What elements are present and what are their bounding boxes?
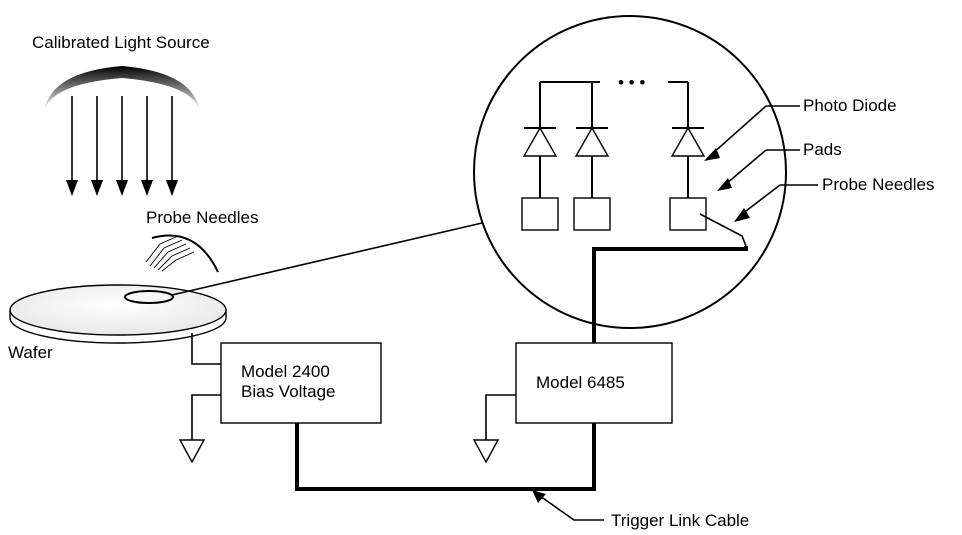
probe-arm (151, 234, 219, 273)
wafer-bias-wire (191, 333, 221, 365)
model-6485-box (515, 342, 673, 424)
trigger-link-wire (295, 423, 596, 491)
model-6485-instrument: Model 6485 (472, 342, 673, 464)
light-ray (166, 96, 178, 196)
light-source: Calibrated Light Source (32, 33, 210, 196)
light-source-label: Calibrated Light Source (32, 33, 210, 52)
model-2400-ground-icon (178, 439, 206, 464)
needle-tips (145, 235, 195, 272)
zoom-line (171, 222, 483, 296)
photo-diode-callout: Photo Diode (704, 96, 897, 161)
model-6485-ground-icon (472, 439, 500, 464)
light-ray (116, 96, 128, 196)
probe-needles-right-callout: Probe Needles (734, 175, 934, 222)
model-2400-box (220, 342, 382, 424)
light-rays (66, 96, 178, 196)
wafer: Wafer (8, 284, 227, 362)
model-2400-instrument: Model 2400 Bias Voltage (178, 333, 382, 464)
pad-2 (573, 197, 611, 231)
model-2400-line2: Bias Voltage (241, 382, 336, 401)
light-ray (91, 96, 103, 196)
photo-diode-2 (573, 82, 611, 231)
probe-cable (592, 246, 748, 343)
pads-callout: Pads (717, 140, 842, 191)
wafer-surface (9, 284, 227, 336)
photo-diode-label: Photo Diode (803, 96, 897, 115)
trigger-link-cable: Trigger Link Cable (295, 423, 749, 530)
probe-needles-left: Probe Needles (145, 208, 258, 273)
trigger-link-callout-line (539, 495, 604, 521)
magnified-probe-needle (699, 213, 747, 247)
probe-needles-right-label: Probe Needles (822, 175, 934, 194)
ellipsis: • • • (618, 73, 645, 92)
photo-diode-1 (521, 82, 559, 231)
light-ray (66, 96, 78, 196)
light-ray (141, 96, 153, 196)
lamp-reflector (44, 66, 200, 112)
zoom-line-upper (172, 223, 482, 295)
model-6485-label: Model 6485 (536, 373, 625, 392)
model-6485-ground-wire (485, 394, 516, 440)
pads-label: Pads (803, 140, 842, 159)
wafer-inspection-spot (124, 290, 174, 304)
model-2400-ground-wire (191, 394, 221, 440)
pad-1 (521, 197, 559, 231)
probe-needles-left-label: Probe Needles (146, 208, 258, 227)
trigger-link-label: Trigger Link Cable (611, 511, 749, 530)
model-2400-line1: Model 2400 (241, 362, 330, 381)
wafer-label: Wafer (8, 343, 53, 362)
